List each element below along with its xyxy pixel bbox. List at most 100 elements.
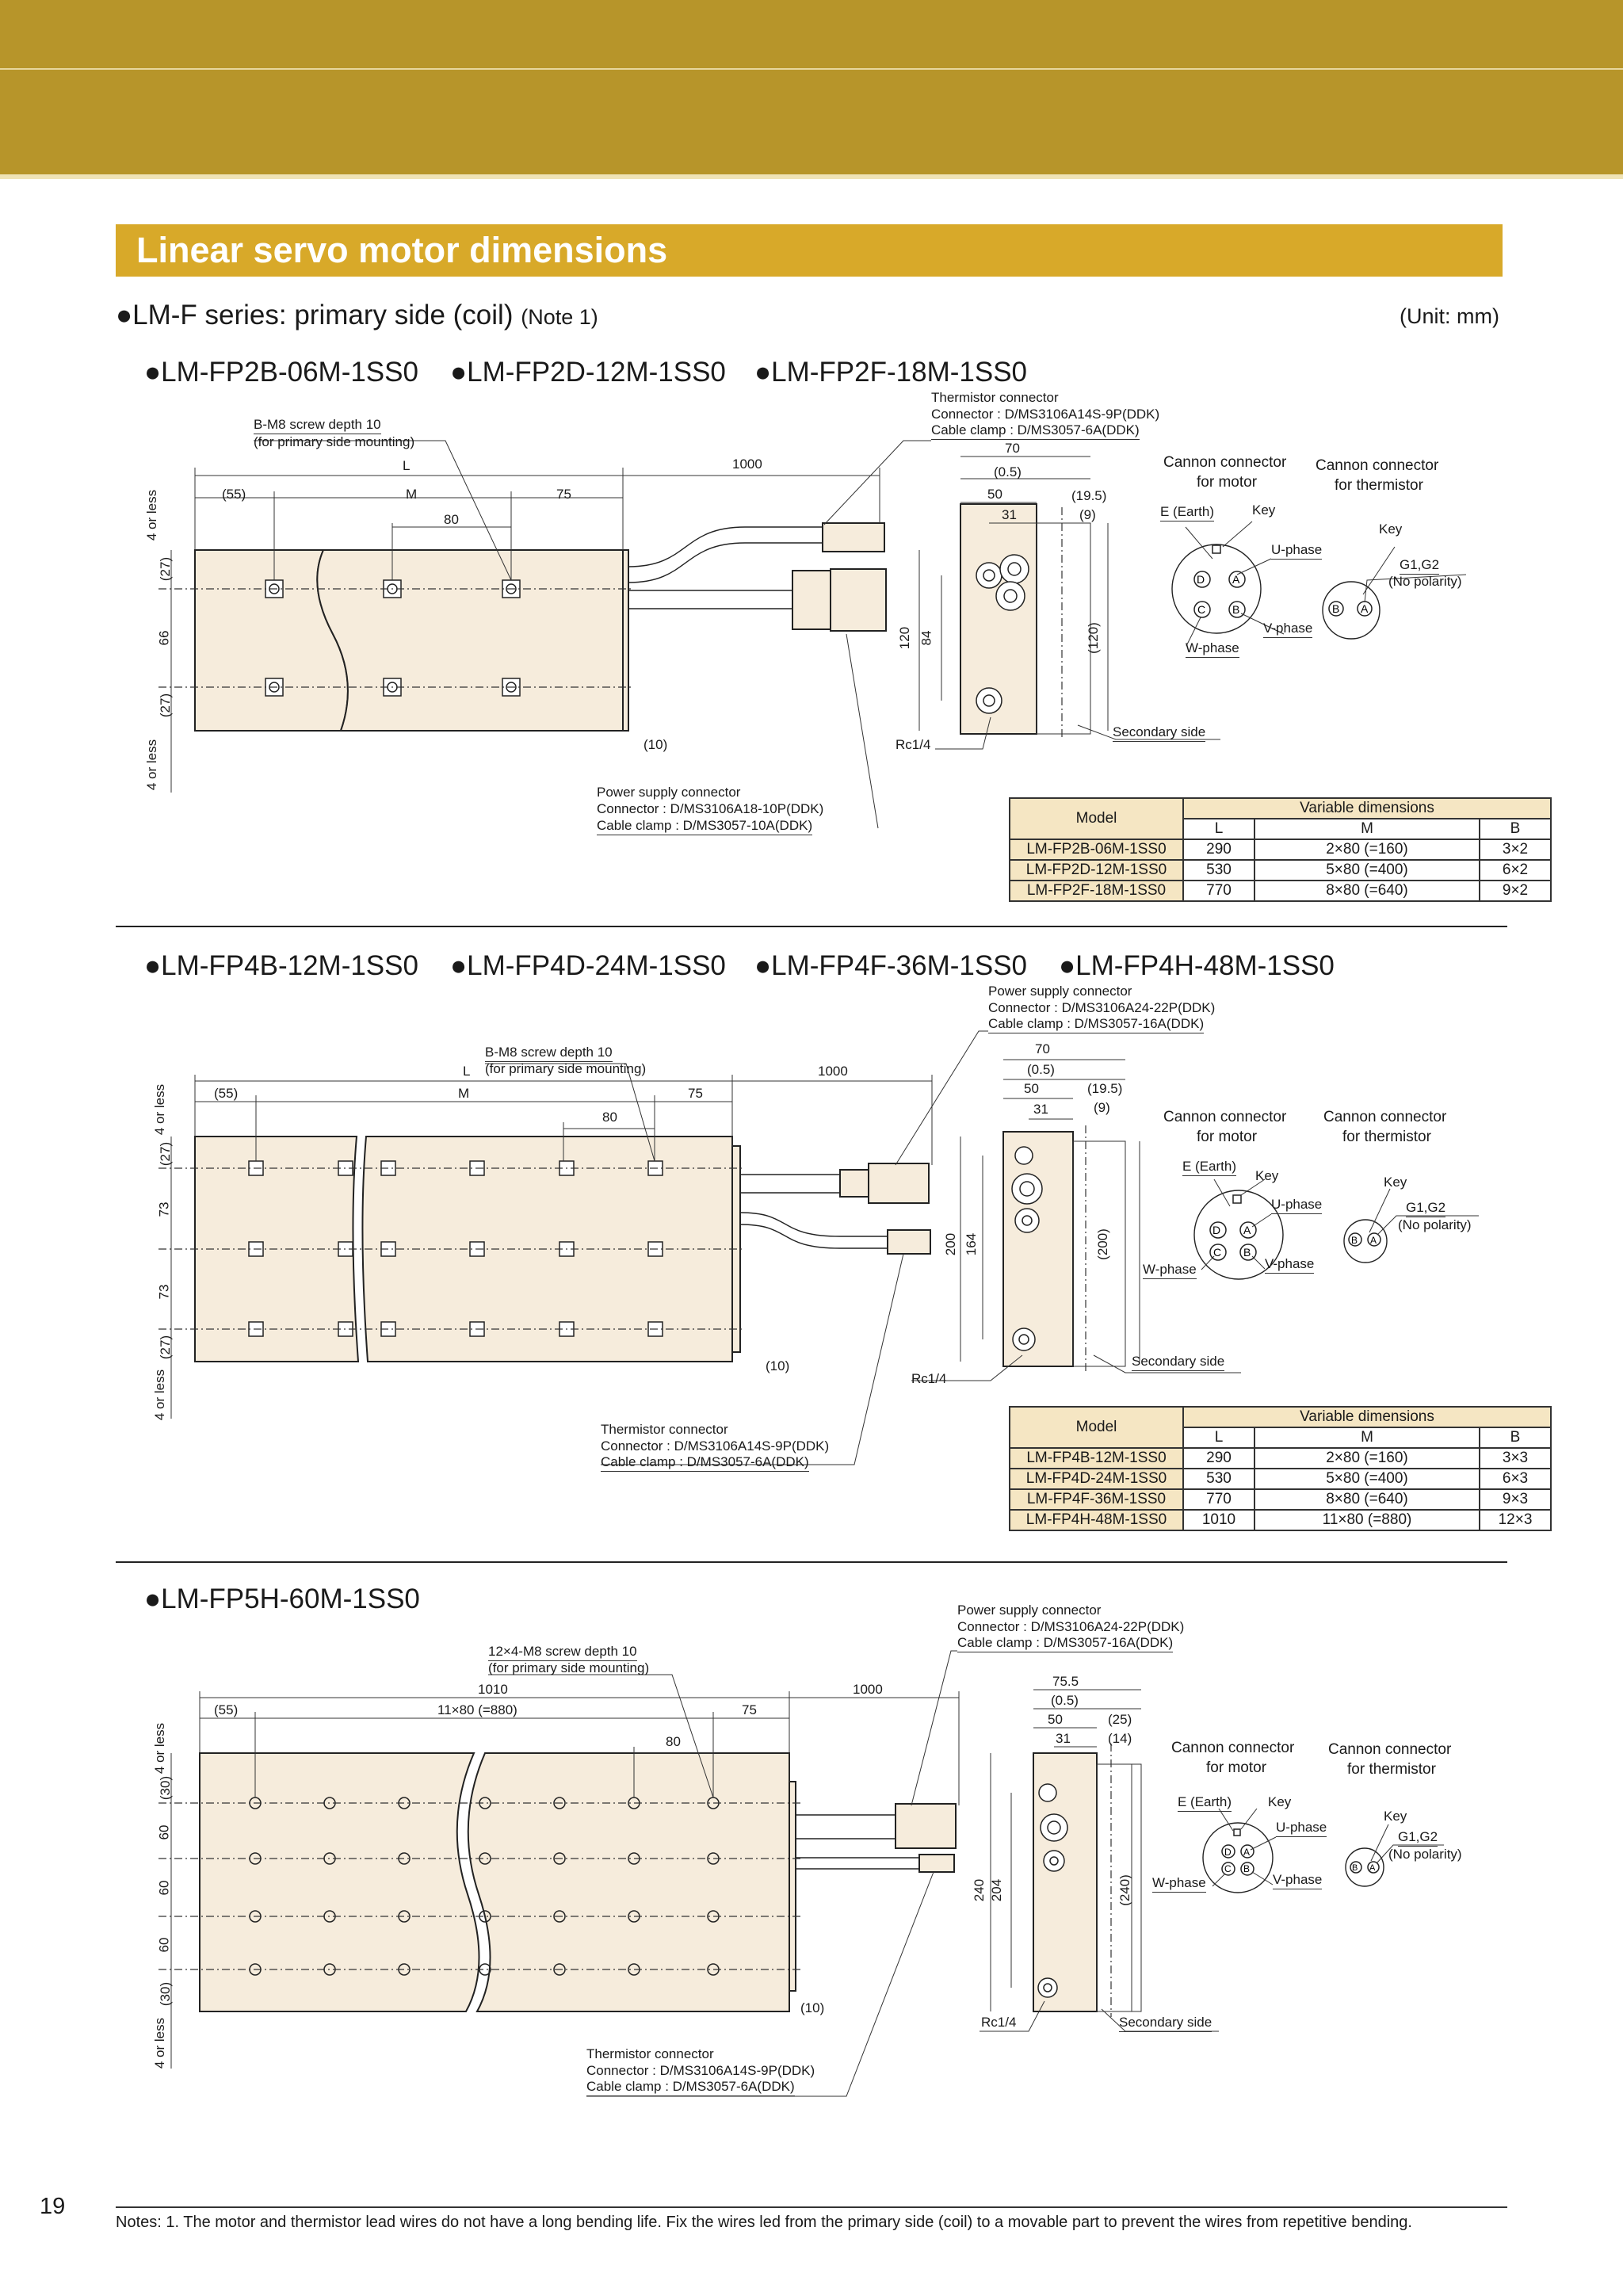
table-cell: 770 bbox=[1182, 1488, 1255, 1511]
svg-text:C: C bbox=[1224, 1863, 1232, 1874]
power-label: Cable clamp : D/MS3057-10A(DDK) bbox=[597, 818, 813, 835]
dimension-label: Rc1/4 bbox=[911, 1371, 947, 1386]
thermistor-label: Connector : D/MS3106A14S-9P(DDK) bbox=[601, 1438, 830, 1454]
pin-label: Key bbox=[1384, 1175, 1407, 1190]
table-cell: 530 bbox=[1182, 1468, 1255, 1490]
dimension-label: (55) bbox=[214, 1702, 239, 1717]
table-cell: 9×3 bbox=[1479, 1488, 1552, 1511]
dimension-label: (30) bbox=[158, 1981, 174, 2007]
table-cell: 3×2 bbox=[1479, 839, 1552, 861]
svg-text:D: D bbox=[1197, 573, 1205, 586]
dimension-label: 1000 bbox=[732, 457, 762, 472]
thermistor-connector bbox=[822, 522, 885, 552]
dimension-label: M bbox=[458, 1086, 470, 1101]
dimension-label: (14) bbox=[1108, 1731, 1132, 1746]
cannon-motor-label: Cannon connector bbox=[1163, 1109, 1287, 1125]
footer-rule bbox=[116, 2206, 1507, 2208]
cannon-thermistor-label: for thermistor bbox=[1335, 477, 1423, 494]
svg-text:A: A bbox=[1232, 573, 1240, 586]
thermistor-label: Cable clamp : D/MS3057-6A(DDK) bbox=[586, 2079, 795, 2096]
unit-label: (Unit: mm) bbox=[1400, 304, 1499, 328]
dimension-label: 80 bbox=[444, 512, 459, 527]
table-cell: 6×2 bbox=[1479, 859, 1552, 881]
screw-label: (for primary side mounting) bbox=[485, 1061, 647, 1076]
dimension-label: 4 or less bbox=[152, 2017, 168, 2069]
svg-text:A: A bbox=[1243, 1224, 1251, 1236]
model-name: ●LM-FP2B-06M-1SS0 bbox=[144, 357, 418, 388]
cable bbox=[739, 1212, 888, 1237]
footnote: Notes: 1. The motor and thermistor lead … bbox=[116, 2214, 1412, 2231]
cable bbox=[628, 526, 823, 567]
model-name: ●LM-FP4F-36M-1SS0 bbox=[754, 950, 1028, 981]
dimension-label: (19.5) bbox=[1071, 488, 1107, 503]
pin-label: Key bbox=[1252, 502, 1276, 518]
table-cell: 770 bbox=[1182, 880, 1255, 902]
dimension-label: 75 bbox=[688, 1086, 703, 1101]
table-cell: 5×80 (=400) bbox=[1254, 859, 1480, 881]
section-title: Linear servo motor dimensions bbox=[116, 224, 1503, 277]
cannon-motor-face bbox=[1193, 1190, 1284, 1280]
table-cell: 530 bbox=[1182, 859, 1255, 881]
dimension-label: 70 bbox=[1005, 441, 1020, 456]
svg-text:A: A bbox=[1361, 602, 1369, 615]
dimension-label: Secondary side bbox=[1113, 724, 1206, 742]
power-label: Power supply connector bbox=[988, 984, 1132, 999]
table-cell: LM-FP4F-36M-1SS0 bbox=[1009, 1488, 1184, 1511]
cannon-thermistor-label: for thermistor bbox=[1347, 1761, 1436, 1778]
svg-text:D: D bbox=[1212, 1224, 1220, 1236]
table-header: M bbox=[1254, 818, 1480, 840]
thermistor-label: Thermistor connector bbox=[586, 2046, 714, 2061]
pin-label: Key bbox=[1384, 1809, 1407, 1824]
dimension-label: (0.5) bbox=[1051, 1693, 1079, 1708]
cannon-motor-label: for motor bbox=[1197, 1129, 1258, 1145]
table-cell: 8×80 (=640) bbox=[1254, 1488, 1480, 1511]
power-label: Power supply connector bbox=[597, 785, 741, 800]
table-header: Model bbox=[1009, 797, 1184, 840]
pin-label: V-phase bbox=[1265, 1256, 1315, 1274]
table-cell: 2×80 (=160) bbox=[1254, 839, 1480, 861]
dimension-label: 80 bbox=[602, 1110, 617, 1125]
table-cell: 5×80 (=400) bbox=[1254, 1468, 1480, 1490]
dimension-label: 50 bbox=[987, 487, 1002, 502]
pin-label: E (Earth) bbox=[1178, 1794, 1232, 1812]
svg-text:C: C bbox=[1213, 1246, 1221, 1259]
motor-body bbox=[467, 1752, 790, 2012]
dimension-label: (55) bbox=[214, 1086, 239, 1101]
dimension-label: 50 bbox=[1048, 1712, 1063, 1727]
svg-text:A: A bbox=[1370, 1235, 1377, 1246]
power-connector bbox=[839, 1169, 869, 1198]
pin-label: V-phase bbox=[1263, 621, 1313, 638]
svg-text:B: B bbox=[1351, 1235, 1358, 1246]
table-header: L bbox=[1182, 1427, 1255, 1449]
page-number: 19 bbox=[40, 2194, 66, 2219]
dimension-label: 4 or less bbox=[152, 1722, 168, 1775]
svg-text:C: C bbox=[1197, 603, 1205, 616]
banner-rule bbox=[0, 68, 1623, 70]
pin-label: Key bbox=[1255, 1168, 1279, 1183]
table-cell: 6×3 bbox=[1479, 1468, 1552, 1490]
thermistor-label: Cable clamp : D/MS3057-6A(DDK) bbox=[601, 1454, 809, 1472]
dimension-label: (240) bbox=[1117, 1874, 1132, 1906]
dimension-label: 11×80 (=880) bbox=[437, 1702, 517, 1717]
dimension-label: 60 bbox=[156, 1937, 172, 1953]
model-name: ●LM-FP4B-12M-1SS0 bbox=[144, 950, 418, 981]
pin-label: G1,G2 bbox=[1400, 557, 1440, 575]
table-cell: 12×3 bbox=[1479, 1509, 1552, 1531]
dimension-label: Rc1/4 bbox=[896, 737, 931, 752]
table-header: Variable dimensions bbox=[1182, 797, 1552, 819]
pin-label: W-phase bbox=[1186, 640, 1239, 658]
divider bbox=[116, 926, 1507, 927]
banner-stripe bbox=[0, 174, 1623, 179]
power-connector bbox=[792, 570, 831, 630]
cable bbox=[740, 1174, 840, 1194]
dimension-label: 31 bbox=[1056, 1731, 1071, 1746]
model-name: ●LM-FP4D-24M-1SS0 bbox=[450, 950, 726, 981]
power-label: Connector : D/MS3106A18-10P(DDK) bbox=[597, 801, 824, 816]
